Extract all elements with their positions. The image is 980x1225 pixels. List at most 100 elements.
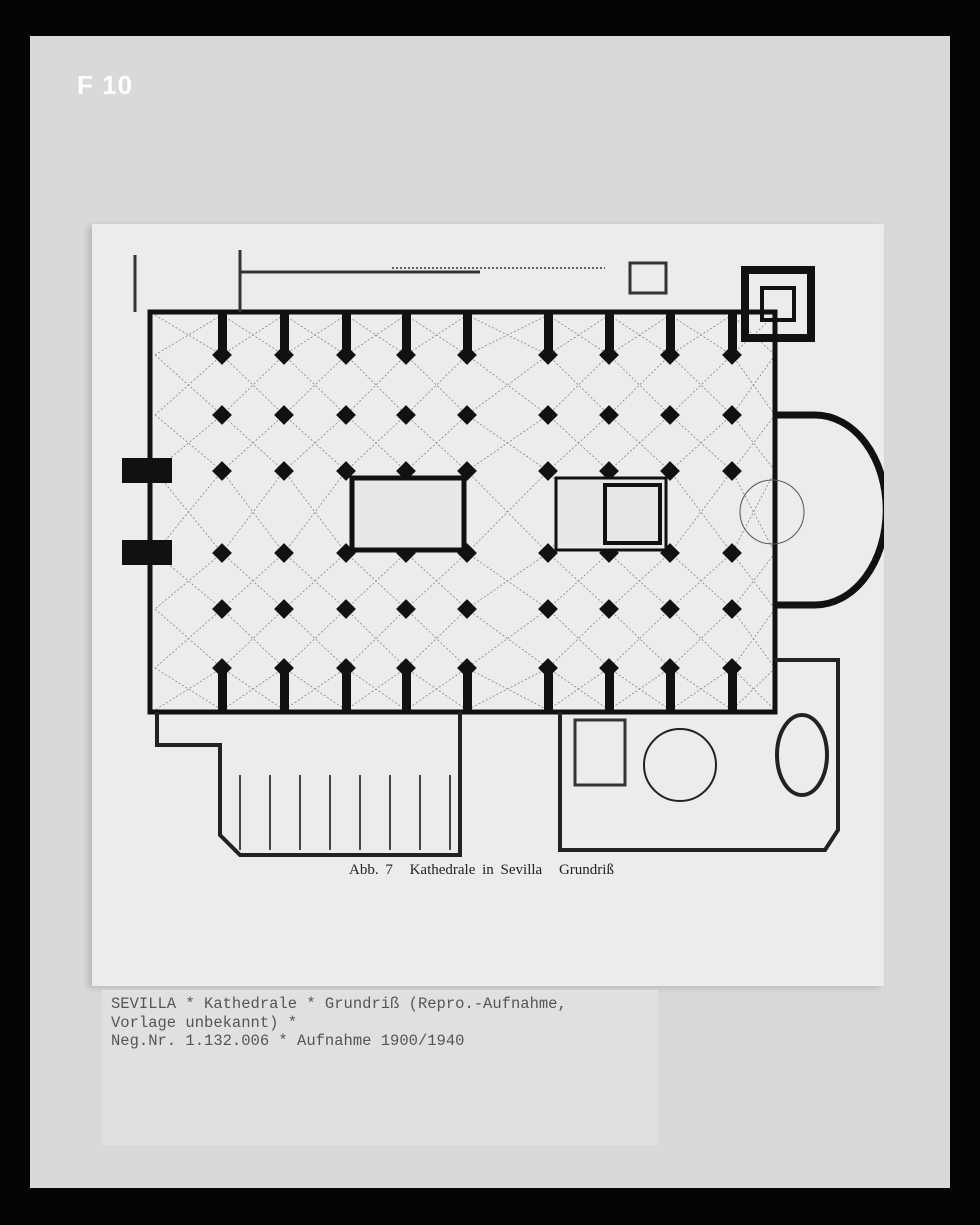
main-chapel xyxy=(554,476,668,552)
tower xyxy=(741,266,815,342)
vault-rib xyxy=(405,314,468,356)
vault-rib xyxy=(283,552,347,610)
vault-rib xyxy=(283,314,347,356)
vault-rib xyxy=(283,667,347,711)
pier xyxy=(599,405,619,425)
vault-rib xyxy=(154,314,223,356)
pier xyxy=(722,461,742,481)
vault-rib xyxy=(405,667,468,711)
pier xyxy=(212,405,232,425)
chapel-wall xyxy=(463,668,472,713)
pier xyxy=(660,461,680,481)
vault-rib xyxy=(466,414,549,472)
chapel-wall xyxy=(342,668,351,713)
vault-rib xyxy=(154,354,223,416)
vault-rib xyxy=(466,608,549,669)
vault-rib xyxy=(154,608,223,669)
vault-rib xyxy=(669,314,733,356)
annex-room xyxy=(573,718,627,787)
vault-rib xyxy=(669,470,733,554)
vault-rib xyxy=(345,667,407,711)
chapel-wall xyxy=(218,668,227,713)
vault-rib xyxy=(731,470,776,554)
vault-rib xyxy=(154,552,223,610)
pier xyxy=(660,658,680,678)
chapel-wall xyxy=(402,310,411,355)
chapel-wall xyxy=(544,310,553,355)
vault-rib xyxy=(345,314,407,356)
chapel-wall xyxy=(463,310,472,355)
plan-caption: Abb. 7 Kathedrale in Sevilla Grundriß xyxy=(349,862,624,879)
west-portal xyxy=(122,540,172,565)
chapel-wall xyxy=(544,668,553,713)
vault-rib xyxy=(466,608,549,669)
vault-rib xyxy=(221,552,285,610)
chapter-house xyxy=(775,713,829,797)
pier xyxy=(538,658,558,678)
vault-rib xyxy=(283,414,347,472)
pier xyxy=(336,345,356,365)
chapel-wall xyxy=(728,310,737,355)
chapel-wall xyxy=(666,310,675,355)
caption-title: Kathedrale in Sevilla xyxy=(409,862,543,878)
caption-subtitle: Grundriß xyxy=(558,862,614,878)
vault-rib xyxy=(345,552,407,610)
caption-figure: Abb. 7 xyxy=(349,862,393,878)
vault-rib xyxy=(731,470,776,554)
sacristy-wall xyxy=(558,658,840,852)
vault-rib xyxy=(221,470,285,554)
vault-rib xyxy=(466,667,549,711)
apse-dome xyxy=(739,479,805,545)
vault-rib xyxy=(608,414,671,472)
pier xyxy=(212,543,232,563)
pier xyxy=(274,405,294,425)
vault-rib xyxy=(221,414,285,472)
choir-enclosure xyxy=(349,475,467,553)
pier xyxy=(212,461,232,481)
cathedral-floor-plan xyxy=(122,250,884,857)
vault-rib xyxy=(547,552,610,610)
vault-rib xyxy=(547,414,610,472)
pier xyxy=(538,461,558,481)
vault-rib xyxy=(466,552,549,610)
catalog-note: SEVILLA * Kathedrale * Grundriß (Repro.-… xyxy=(102,990,658,1145)
vault-rib xyxy=(669,414,733,472)
note-line-3: Neg.Nr. 1.132.006 * Aufnahme 1900/1940 xyxy=(111,1032,465,1050)
vault-rib xyxy=(405,552,468,610)
sagrario-wall xyxy=(155,712,462,857)
pier xyxy=(457,599,477,619)
vault-rib xyxy=(154,667,223,711)
vault-rib xyxy=(466,354,549,416)
pier xyxy=(396,599,416,619)
outer-wall xyxy=(147,309,778,715)
pier xyxy=(336,658,356,678)
pier xyxy=(212,658,232,678)
pier xyxy=(274,658,294,678)
pier xyxy=(274,345,294,365)
vault-rib xyxy=(154,414,223,472)
vault-rib xyxy=(154,314,223,356)
pier xyxy=(457,345,477,365)
vault-rib xyxy=(547,314,610,356)
altar-screen xyxy=(603,483,662,545)
vault-rib xyxy=(608,314,671,356)
vault-rib xyxy=(221,470,285,554)
vault-rib xyxy=(608,667,671,711)
pier xyxy=(538,405,558,425)
vault-rib xyxy=(283,470,347,554)
vault-rib xyxy=(154,470,223,554)
pier xyxy=(396,405,416,425)
north-room xyxy=(628,261,668,295)
vault-rib xyxy=(345,414,407,472)
vault-rib xyxy=(221,667,285,711)
chapel-wall xyxy=(402,668,411,713)
chapel-wall xyxy=(666,668,675,713)
pier xyxy=(599,658,619,678)
chapel-wall xyxy=(605,310,614,355)
west-portal xyxy=(122,458,172,483)
pier xyxy=(336,599,356,619)
vault-rib xyxy=(731,608,776,669)
pier xyxy=(599,461,619,481)
sacristy-dome xyxy=(643,728,717,802)
tower-core xyxy=(760,286,796,322)
